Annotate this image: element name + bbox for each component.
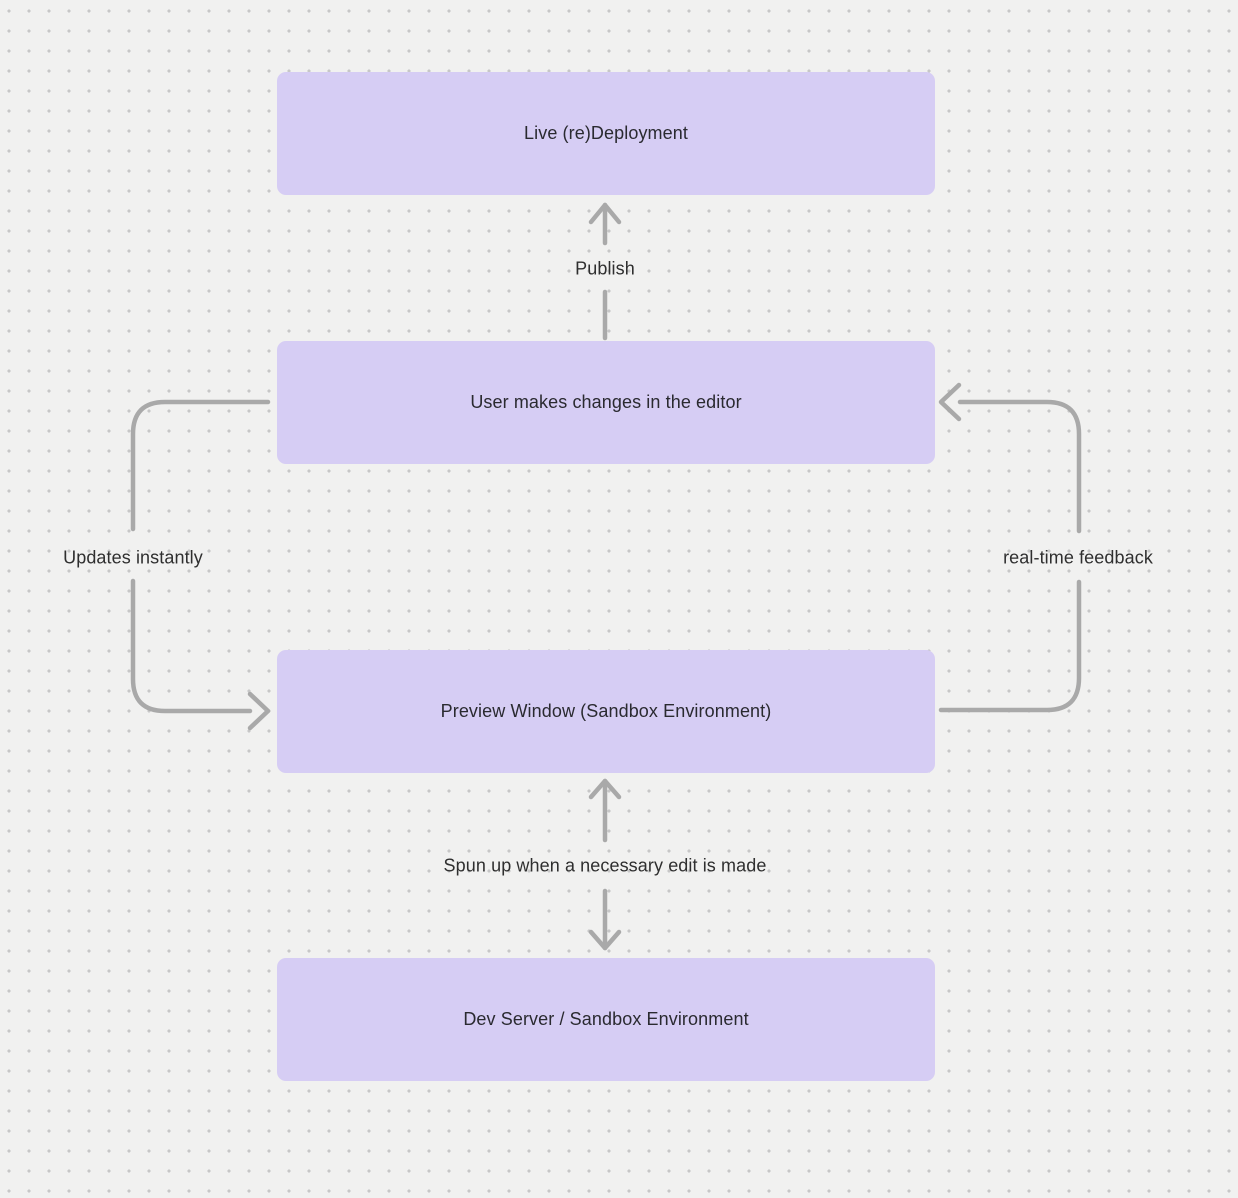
node-label: User makes changes in the editor <box>470 392 742 412</box>
arrow-real-time-feedback <box>938 382 1082 713</box>
edge-label-spun-up: Spun up when a necessary edit is made <box>443 855 767 876</box>
node-label: Live (re)Deployment <box>524 123 688 143</box>
arrowhead-left-icon <box>938 382 962 422</box>
arrow-publish <box>588 202 622 341</box>
arrowhead-down-icon <box>588 929 622 951</box>
edge-label-real-time-feedback: real-time feedback <box>1003 547 1153 568</box>
arrowhead-up-icon <box>588 778 622 800</box>
node-label: Dev Server / Sandbox Environment <box>463 1009 749 1029</box>
edge-label-updates-instantly: Updates instantly <box>63 547 203 568</box>
node-dev-server: Dev Server / Sandbox Environment <box>277 958 935 1081</box>
edge-label-publish: Publish <box>575 258 635 279</box>
arrow-spun-up <box>588 778 622 951</box>
arrowhead-right-icon <box>247 691 271 731</box>
node-user-editor: User makes changes in the editor <box>277 341 935 464</box>
node-live-redeployment: Live (re)Deployment <box>277 72 935 195</box>
node-label: Preview Window (Sandbox Environment) <box>440 701 772 721</box>
node-preview-window: Preview Window (Sandbox Environment) <box>277 650 935 773</box>
arrowhead-up-icon <box>588 202 622 225</box>
arrow-updates-instantly <box>130 399 271 731</box>
